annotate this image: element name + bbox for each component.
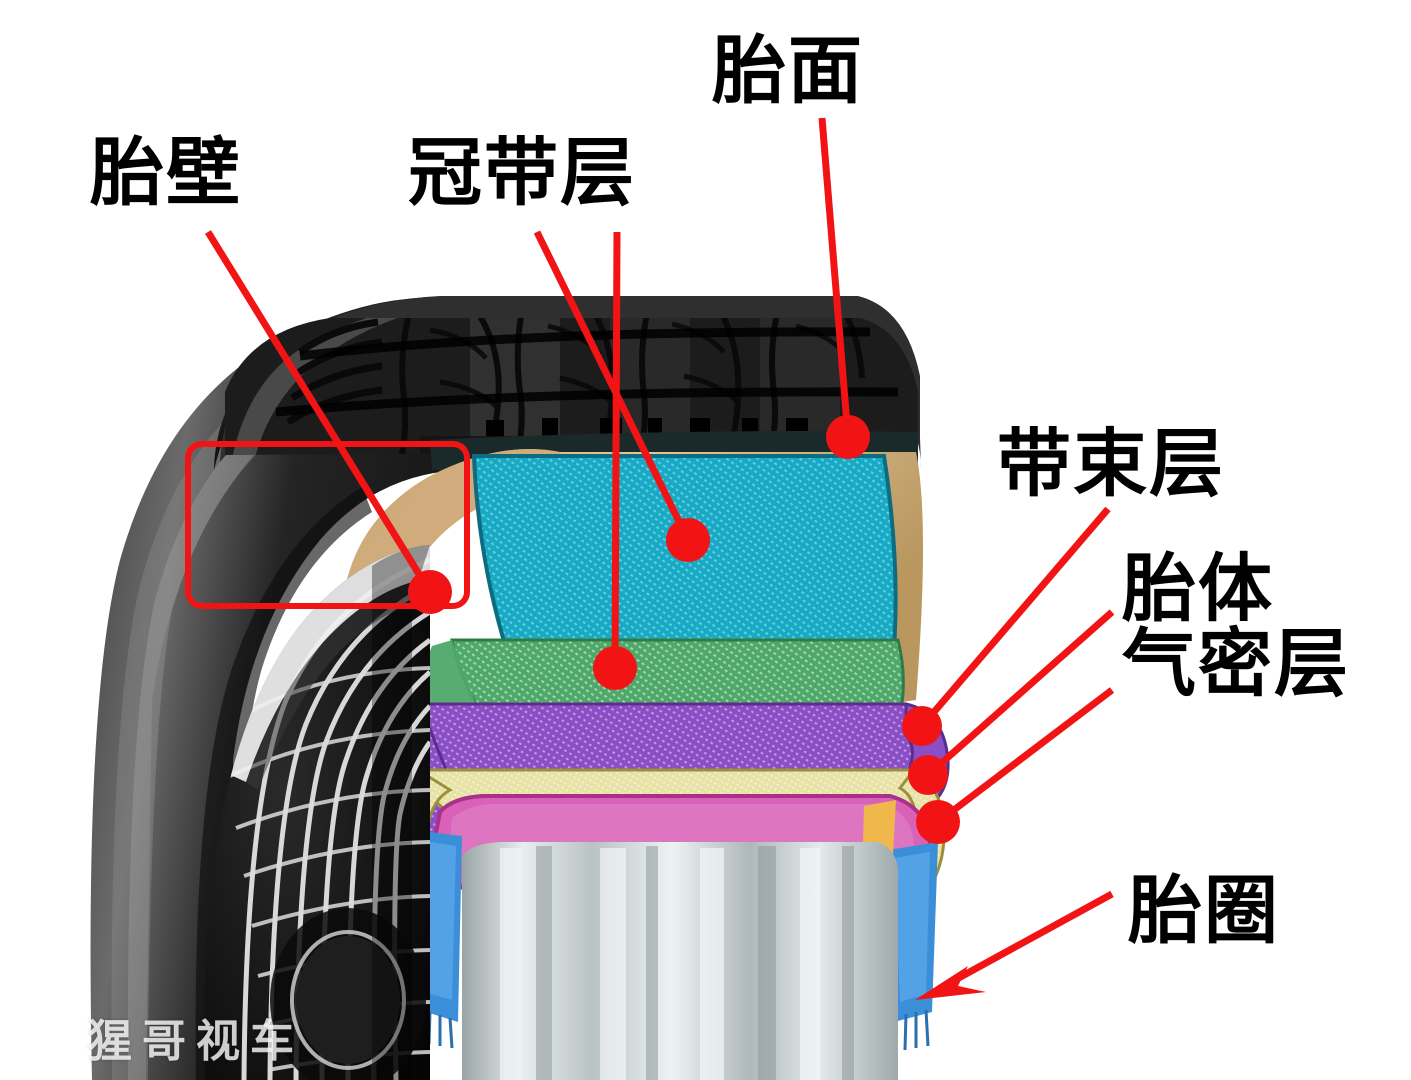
callout-inner-liner: [916, 687, 1115, 844]
label-inner-liner: 气密层: [1122, 621, 1350, 707]
label-bead: 胎圈: [1128, 868, 1280, 954]
callout-tread: [818, 117, 870, 459]
callout-layer: [185, 117, 1115, 1000]
label-tread: 胎面: [712, 28, 864, 114]
callout-belt-right: [902, 506, 1111, 746]
label-sidewall: 胎壁: [90, 130, 242, 216]
sidewall-highlight-box: [185, 441, 470, 609]
wheel-mesh-spokes: [204, 545, 430, 1080]
wheel-rim: [462, 842, 899, 1080]
label-cap-ply: 冠带层: [408, 130, 636, 216]
callout-cap-ply: [533, 230, 710, 562]
callout-bead-arrow: [915, 890, 1114, 1000]
belt-layer: [450, 638, 905, 706]
label-carcass: 胎体: [1122, 546, 1274, 632]
label-belt: 带束层: [997, 421, 1225, 507]
carcass-layer: [418, 702, 915, 772]
callout-belt-top: [593, 231, 637, 690]
callout-carcass: [908, 609, 1115, 795]
